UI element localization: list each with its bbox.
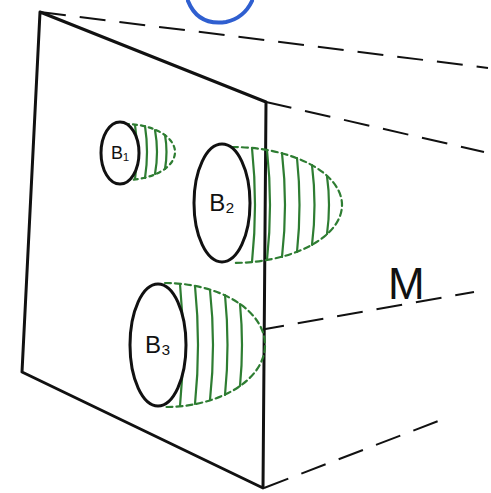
ellipse-shape (101, 122, 139, 184)
ball-ellipse: B₁ (99, 120, 141, 186)
half-ball-hatching (125, 124, 342, 407)
blue-stroke (188, 1, 252, 23)
ball-label: B₂ (209, 191, 234, 215)
front-face (22, 12, 266, 488)
ellipse-shape (194, 144, 250, 262)
box-edges (22, 12, 488, 488)
manifold-label: M (388, 262, 425, 306)
ball-ellipse: B₃ (128, 282, 188, 408)
ball-label: B₃ (145, 333, 171, 357)
ball-label: B₁ (111, 144, 129, 162)
ellipse-shape (130, 284, 186, 406)
ball-ellipse: B₂ (192, 142, 252, 264)
